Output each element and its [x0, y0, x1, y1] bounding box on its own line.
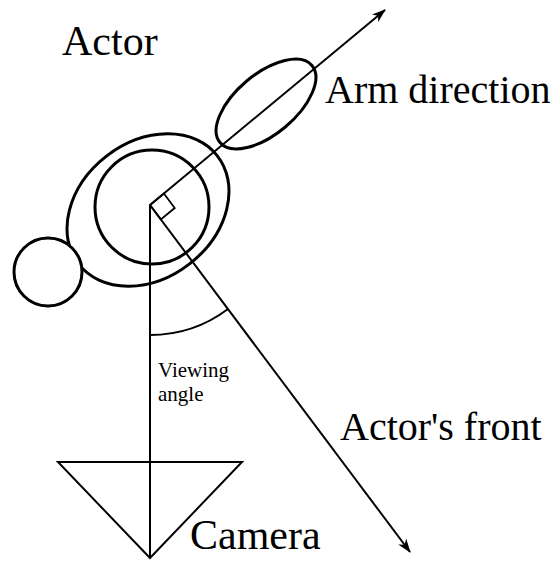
- front-direction-arrow: [150, 205, 410, 552]
- right-angle-mark: [150, 194, 175, 220]
- camera-axis-line: [149, 205, 151, 558]
- actor-hand: [14, 238, 82, 306]
- arm-direction-label: Arm direction: [325, 68, 551, 112]
- camera-label: Camera: [190, 512, 321, 558]
- viewing-angle-label: Viewing angle: [158, 358, 242, 406]
- actor-label: Actor: [62, 18, 158, 64]
- actor-head: [95, 150, 209, 264]
- viewing-angle-arc: [150, 309, 228, 335]
- front-label: Actor's front: [340, 405, 542, 449]
